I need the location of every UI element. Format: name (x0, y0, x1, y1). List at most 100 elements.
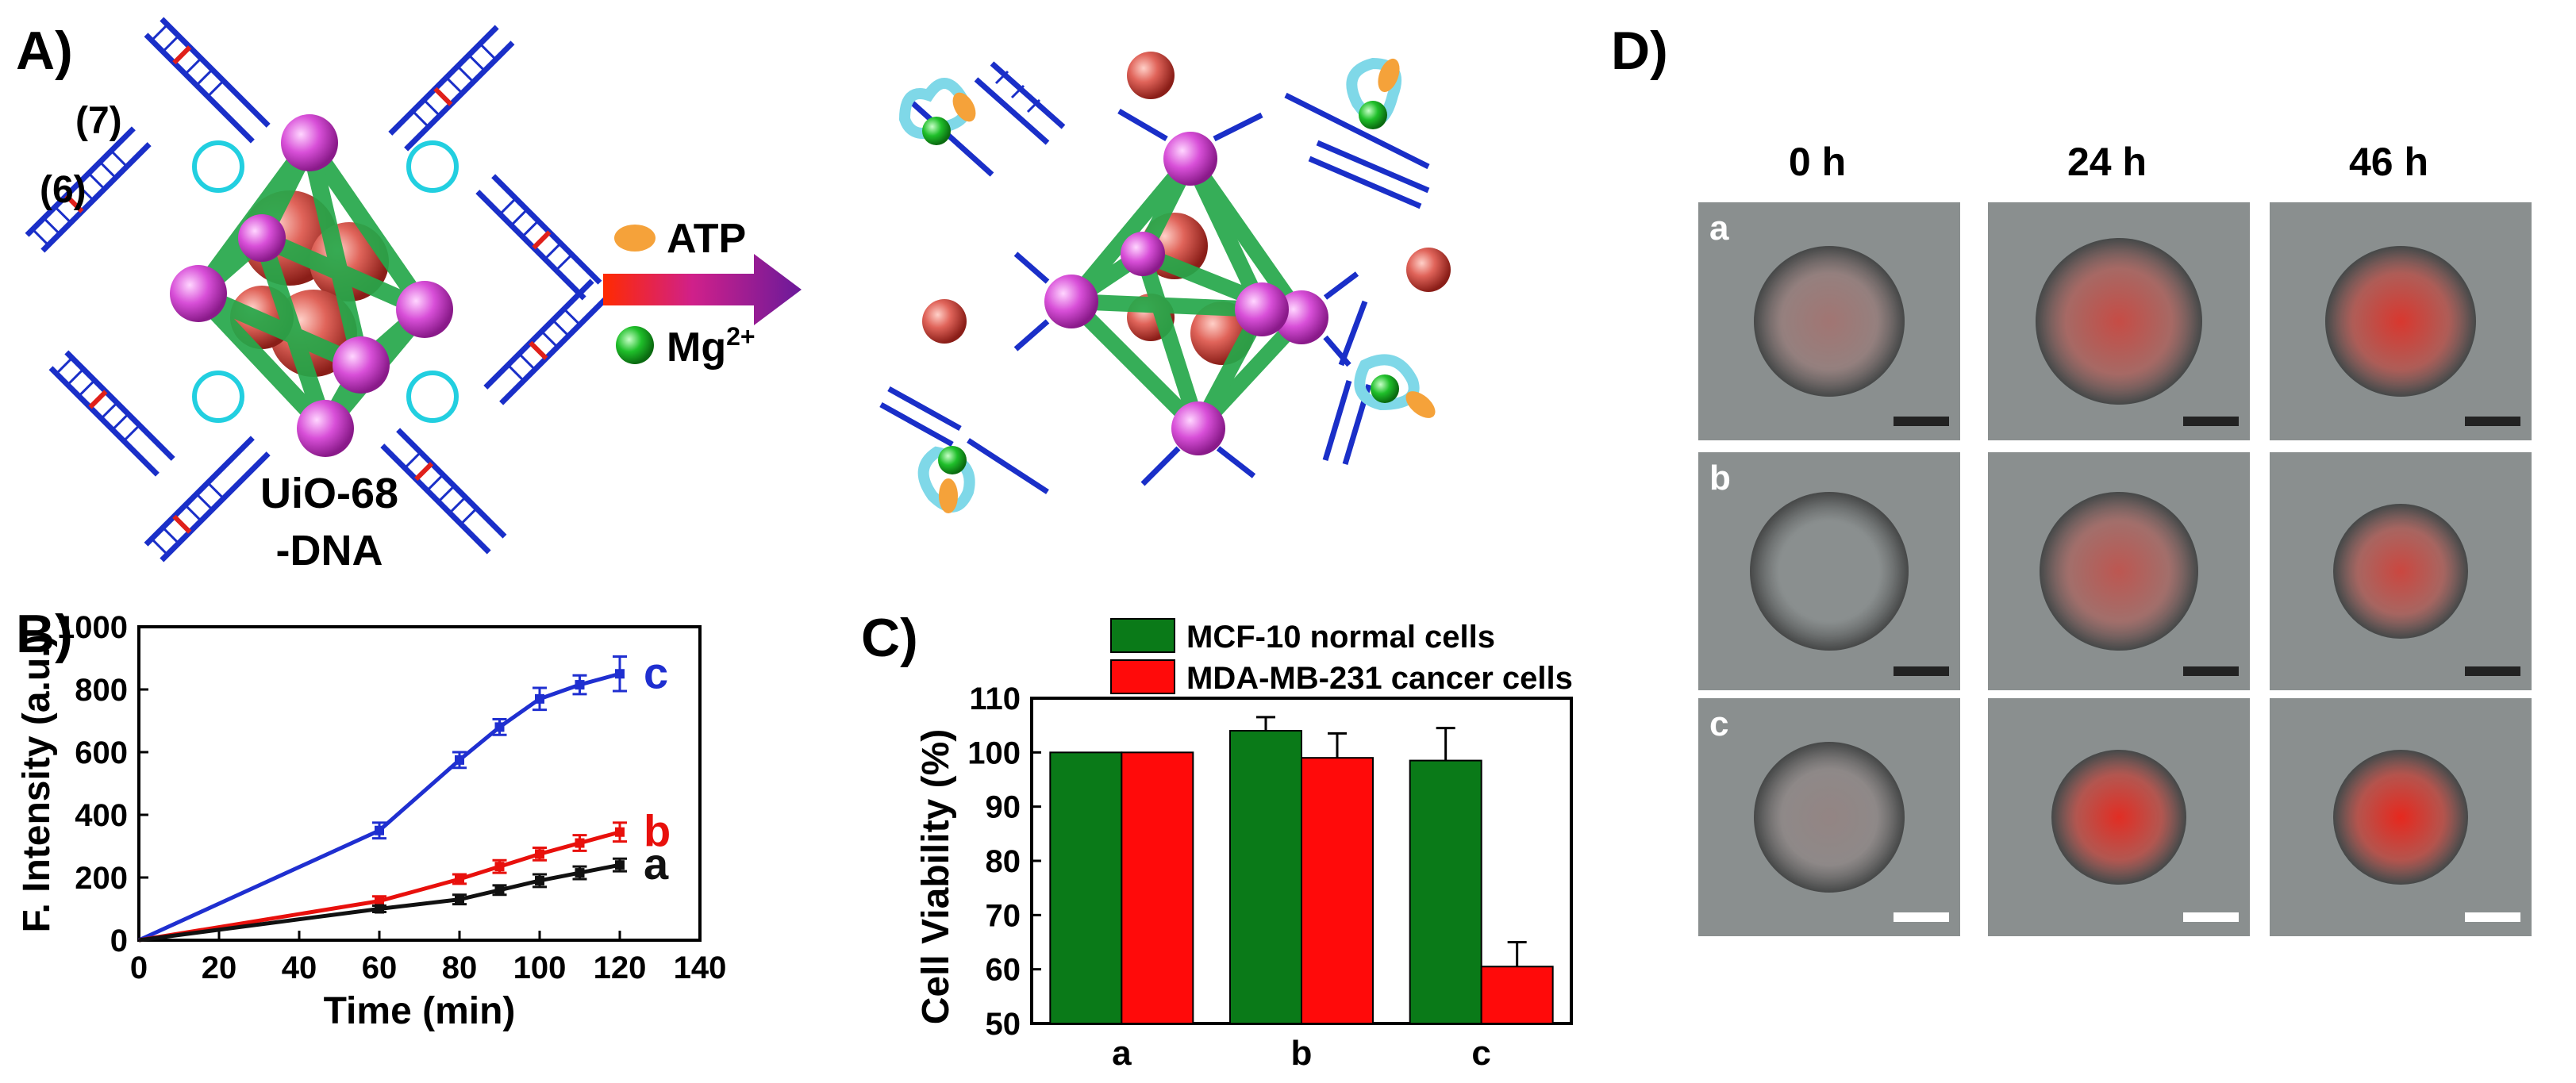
x-tick-label: 120 (594, 951, 647, 985)
scale-bar (2465, 666, 2520, 676)
y-tick-label: 600 (75, 735, 128, 770)
plot-frame (137, 625, 702, 942)
scale-bar (1894, 417, 1949, 426)
series-label-a: a (644, 839, 669, 889)
x-tick-label: 140 (674, 951, 727, 985)
data-point (494, 722, 505, 732)
x-tick-label: 20 (202, 951, 237, 985)
micrograph-a-2 (2270, 202, 2532, 440)
micrograph-b-0: b (1698, 452, 1960, 690)
micrograph-c-2 (2270, 698, 2532, 936)
panel-label-a: A) (16, 21, 73, 81)
x-tick-label: 80 (442, 951, 478, 985)
dna-ladders-left (25, 17, 610, 563)
micrograph-b-1 (1988, 452, 2250, 690)
x-tick-label: 0 (130, 951, 148, 985)
mg-label: Mg2+ (667, 322, 755, 371)
micrograph-c-1 (1988, 698, 2250, 936)
x-tick-label: c (1471, 1034, 1490, 1073)
y-tick-label: 200 (75, 861, 128, 896)
scale-bar (2183, 666, 2239, 676)
panel-label-b: B) (16, 604, 73, 664)
data-point (615, 669, 625, 679)
data-point (535, 693, 544, 704)
series-label-b: b (644, 806, 671, 856)
schematic-diagram: (7) (6) UiO-68 -DNA ATP Mg2+ (25, 17, 1451, 574)
mof-label-line1: UiO-68 (260, 470, 398, 517)
spheroid (1750, 492, 1909, 651)
uio68-mof-right (1013, 108, 1359, 486)
bar-b-1 (1301, 757, 1374, 1025)
spheroid (2036, 238, 2202, 405)
col-header-0h: 0 h (1788, 140, 1847, 184)
x-tick-label: 100 (513, 951, 567, 985)
bar-c-1 (1480, 966, 1554, 1024)
y-tick-label: 80 (986, 844, 1021, 879)
data-point (615, 860, 625, 870)
dna-atp-complexes (879, 57, 1436, 513)
data-point (494, 862, 505, 872)
released-cargo (922, 299, 967, 344)
x-tick-label: a (1112, 1034, 1132, 1073)
spheroid (2333, 504, 2468, 639)
reaction-arrow (603, 254, 802, 325)
y-tick-label: 50 (986, 1007, 1021, 1042)
uio68-mof-left (170, 114, 453, 457)
atp-label: ATP (667, 216, 746, 262)
data-point (455, 874, 464, 884)
series-line-b (138, 830, 621, 943)
spheroid (1754, 742, 1905, 893)
released-cargo (1406, 248, 1451, 292)
scale-bar (2465, 417, 2520, 426)
y-tick-label: 60 (986, 953, 1021, 988)
strand-label-6: (6) (40, 169, 87, 211)
y-tick-label: 90 (986, 790, 1021, 825)
series-label-c: c (644, 647, 668, 697)
panel-label-c: C) (861, 608, 918, 668)
bar-a-0 (1049, 751, 1123, 1024)
y-tick-label: 70 (986, 898, 1021, 933)
micrograph-a-0: a (1698, 202, 1960, 440)
data-point (535, 875, 544, 885)
spheroid (2325, 246, 2476, 397)
aptamer-loops-left (192, 140, 459, 423)
data-point (494, 885, 505, 895)
y-axis-label: F. Intensity (a.u.) (16, 634, 58, 932)
y-tick-label: 1000 (57, 610, 128, 645)
bar-b-0 (1229, 730, 1302, 1024)
micrograph-c-0: c (1698, 698, 1960, 936)
y-tick-label: 110 (969, 682, 1021, 716)
y-tick-label: 100 (967, 735, 1021, 770)
col-header-24h: 24 h (2067, 140, 2147, 184)
strand-label-7: (7) (75, 100, 122, 142)
data-point (575, 838, 585, 848)
atp-icon (614, 225, 656, 252)
legend-swatch (1110, 659, 1175, 694)
y-tick-label: 400 (75, 798, 128, 833)
col-header-46h: 46 h (2348, 140, 2429, 184)
spheroid (2040, 492, 2198, 651)
micrograph-a-1 (1988, 202, 2250, 440)
spheroid (1754, 246, 1905, 397)
data-point (375, 825, 384, 835)
x-tick-label: 40 (282, 951, 317, 985)
spheroid (2051, 750, 2186, 885)
data-point (455, 755, 464, 765)
spheroid (2333, 750, 2468, 885)
legend-label: MCF-10 normal cells (1186, 620, 1495, 655)
data-point (615, 827, 625, 837)
y-tick-label: 800 (75, 673, 128, 708)
micrograph-b-2 (2270, 452, 2532, 690)
legend-swatch (1110, 618, 1175, 653)
scale-bar (2183, 912, 2239, 922)
scale-bar (2183, 417, 2239, 426)
panel-label-d: D) (1611, 21, 1668, 81)
y-axis-label: Cell Viability (%) (915, 729, 957, 1025)
bar-c-0 (1409, 759, 1482, 1024)
mg-ion-icon (616, 326, 654, 364)
data-point (535, 849, 544, 859)
data-point (455, 894, 464, 904)
x-tick-label: 60 (362, 951, 398, 985)
